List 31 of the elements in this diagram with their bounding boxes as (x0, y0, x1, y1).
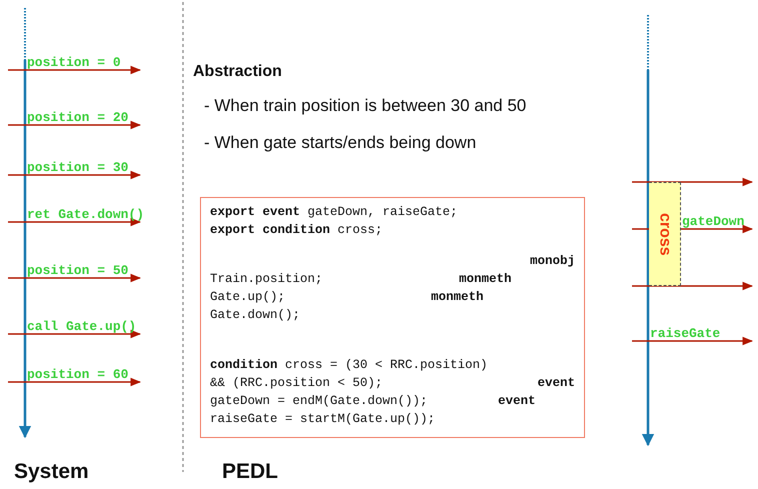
column-heading: System (14, 460, 89, 484)
code-line: Gate.up(); (210, 289, 286, 305)
event-label: position = 20 (27, 110, 128, 125)
event-label: raiseGate (650, 326, 720, 341)
event-label: ret Gate.down() (27, 207, 144, 222)
event-label: gateDown (682, 214, 744, 229)
event-label: position = 60 (27, 367, 128, 382)
event-label: position = 50 (27, 263, 128, 278)
code-keyword: event (498, 393, 536, 409)
code-line: export condition cross; (210, 222, 383, 238)
event-label: call Gate.up() (27, 319, 136, 334)
code-keyword: monmeth (431, 289, 484, 305)
code-line: raiseGate = startM(Gate.up()); (210, 411, 436, 427)
code-line: Train.position; (210, 271, 323, 287)
bullet-text: - When gate starts/ends being down (204, 133, 476, 153)
code-line: Gate.down(); (210, 307, 300, 323)
code-keyword: monobj (530, 253, 575, 269)
code-keyword: event (537, 375, 575, 391)
code-line: export event gateDown, raiseGate; (210, 204, 458, 220)
interval-box (649, 182, 681, 286)
code-keyword: monmeth (459, 271, 512, 287)
code-line: condition cross = (30 < RRC.position) (210, 357, 488, 373)
column-heading: PEDL (222, 460, 278, 484)
bullet-text: - When train position is between 30 and 50 (204, 96, 526, 116)
section-heading: Abstraction (193, 63, 282, 81)
event-label: position = 30 (27, 160, 128, 175)
code-line: gateDown = endM(Gate.down()); (210, 393, 428, 409)
code-box (200, 197, 585, 438)
event-label: position = 0 (27, 55, 121, 70)
interval-label: cross (656, 212, 674, 256)
code-line: && (RRC.position < 50); (210, 375, 383, 391)
